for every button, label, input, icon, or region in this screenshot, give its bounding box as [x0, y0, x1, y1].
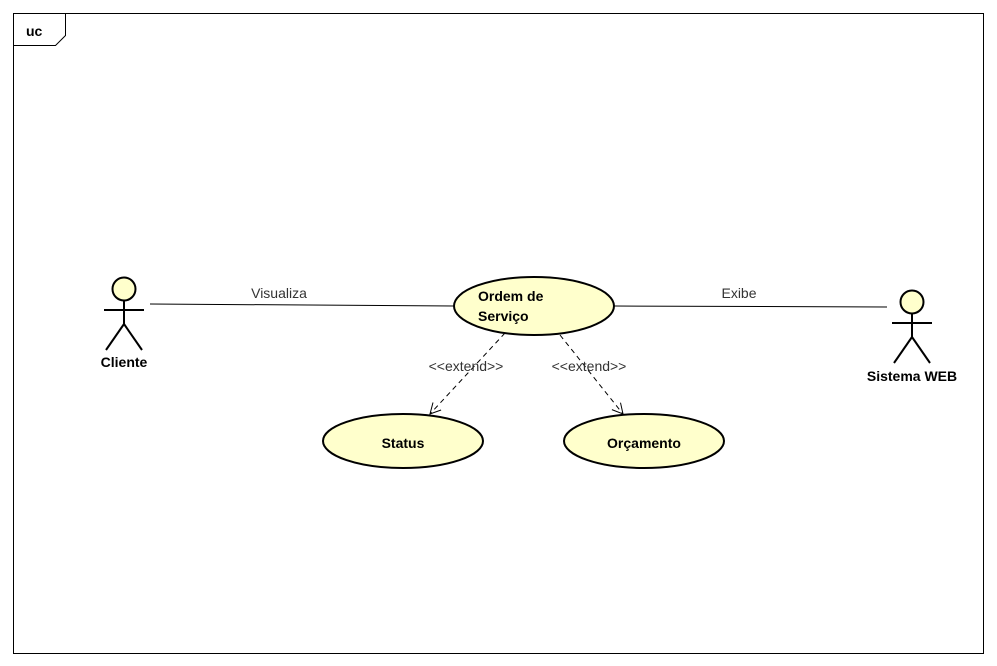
actor-sistema-web-head	[899, 289, 925, 315]
use-case-status[interactable]: Status	[322, 413, 484, 469]
use-case-orcamento-ellipse[interactable]	[563, 413, 725, 469]
use-case-orcamento[interactable]: Orçamento	[563, 413, 725, 469]
actor-sistema-web[interactable]: Sistema WEB	[867, 289, 957, 385]
use-case-orcamento-label: Orçamento	[607, 435, 681, 451]
actor-cliente-left-leg	[105, 323, 125, 351]
use-case-ordem-de-servico-label-line2: Serviço	[478, 308, 529, 324]
actor-sistema-web-name: Sistema WEB	[867, 368, 957, 384]
association-visualiza-line[interactable]	[149, 303, 455, 307]
actor-cliente-name: Cliente	[101, 354, 148, 370]
actor-sistema-web-left-leg	[893, 336, 913, 364]
association-exibe-line[interactable]	[613, 305, 888, 308]
actor-cliente-head	[111, 276, 137, 302]
actor-cliente-right-leg	[123, 323, 143, 351]
frame-tag-label: uc	[26, 23, 43, 39]
diagram-frame	[13, 13, 984, 654]
use-case-status-label: Status	[382, 435, 425, 451]
frame-tag: uc	[13, 13, 66, 46]
association-visualiza-label: Visualiza	[251, 285, 307, 301]
extend-orcamento-label: <<extend>>	[552, 358, 627, 374]
actor-cliente[interactable]: Cliente	[101, 276, 148, 371]
frame-tag-box	[13, 13, 66, 46]
use-case-ordem-de-servico-label-line1: Ordem de	[478, 288, 544, 304]
use-case-ordem-de-servico[interactable]: Ordem de Serviço	[453, 276, 615, 336]
association-exibe[interactable]: Exibe	[613, 285, 888, 308]
association-visualiza[interactable]: Visualiza	[149, 285, 455, 307]
association-exibe-label: Exibe	[721, 285, 756, 301]
extend-status-label: <<extend>>	[429, 358, 504, 374]
use-case-ordem-de-servico-ellipse[interactable]	[453, 276, 615, 336]
extend-status-line[interactable]	[429, 332, 506, 415]
extend-orcamento-line[interactable]	[559, 334, 624, 415]
extend-status[interactable]: <<extend>>	[429, 332, 506, 415]
stick-figure-icon[interactable]	[104, 276, 144, 351]
actor-sistema-web-right-leg	[911, 336, 931, 364]
extend-status-arrowhead	[429, 402, 442, 415]
use-case-status-ellipse[interactable]	[322, 413, 484, 469]
stick-figure-icon[interactable]	[892, 289, 932, 364]
